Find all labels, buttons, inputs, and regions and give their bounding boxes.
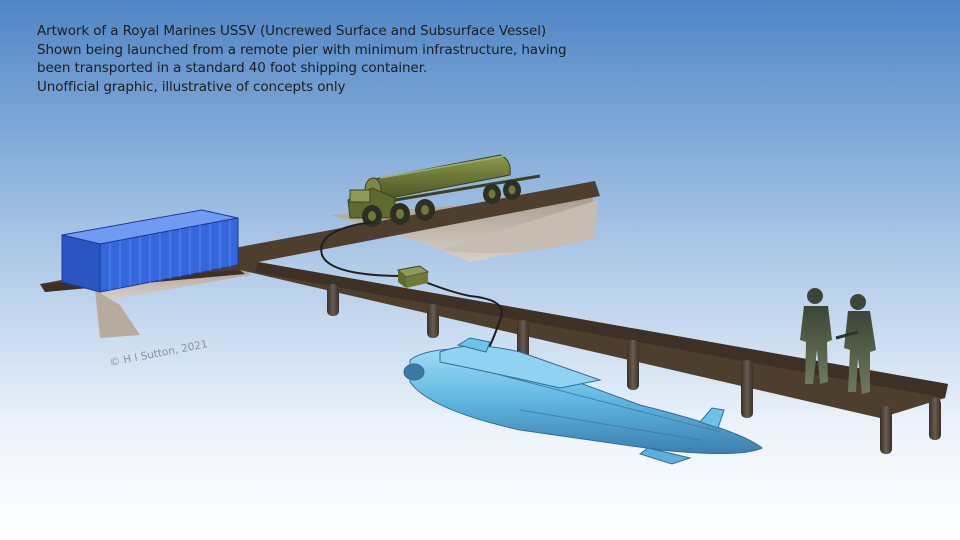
- pile: [880, 406, 892, 454]
- hose-cable: [320, 221, 503, 351]
- control-box: [396, 265, 430, 288]
- pile: [929, 398, 941, 440]
- pile: [517, 320, 529, 360]
- caption-line: been transported in a standard 40 foot s…: [37, 60, 428, 76]
- pile: [741, 360, 753, 418]
- ussv-vessel: [403, 337, 763, 465]
- pile: [627, 340, 639, 390]
- caption-line: Artwork of a Royal Marines USSV (Uncrewe…: [37, 23, 547, 39]
- shipping-container: [61, 209, 239, 293]
- pier-piles: [327, 284, 941, 454]
- artwork-caption: Artwork of a Royal Marines USSV (Uncrewe…: [37, 22, 737, 96]
- tanker-truck: [347, 154, 541, 227]
- personnel-figures: [800, 288, 876, 394]
- caption-line: Shown being launched from a remote pier …: [37, 41, 567, 58]
- pile: [427, 304, 439, 338]
- caption-line: Unofficial graphic, illustrative of conc…: [37, 78, 346, 95]
- figure-left: [800, 288, 832, 384]
- pile: [327, 284, 339, 316]
- figure-right: [835, 294, 876, 394]
